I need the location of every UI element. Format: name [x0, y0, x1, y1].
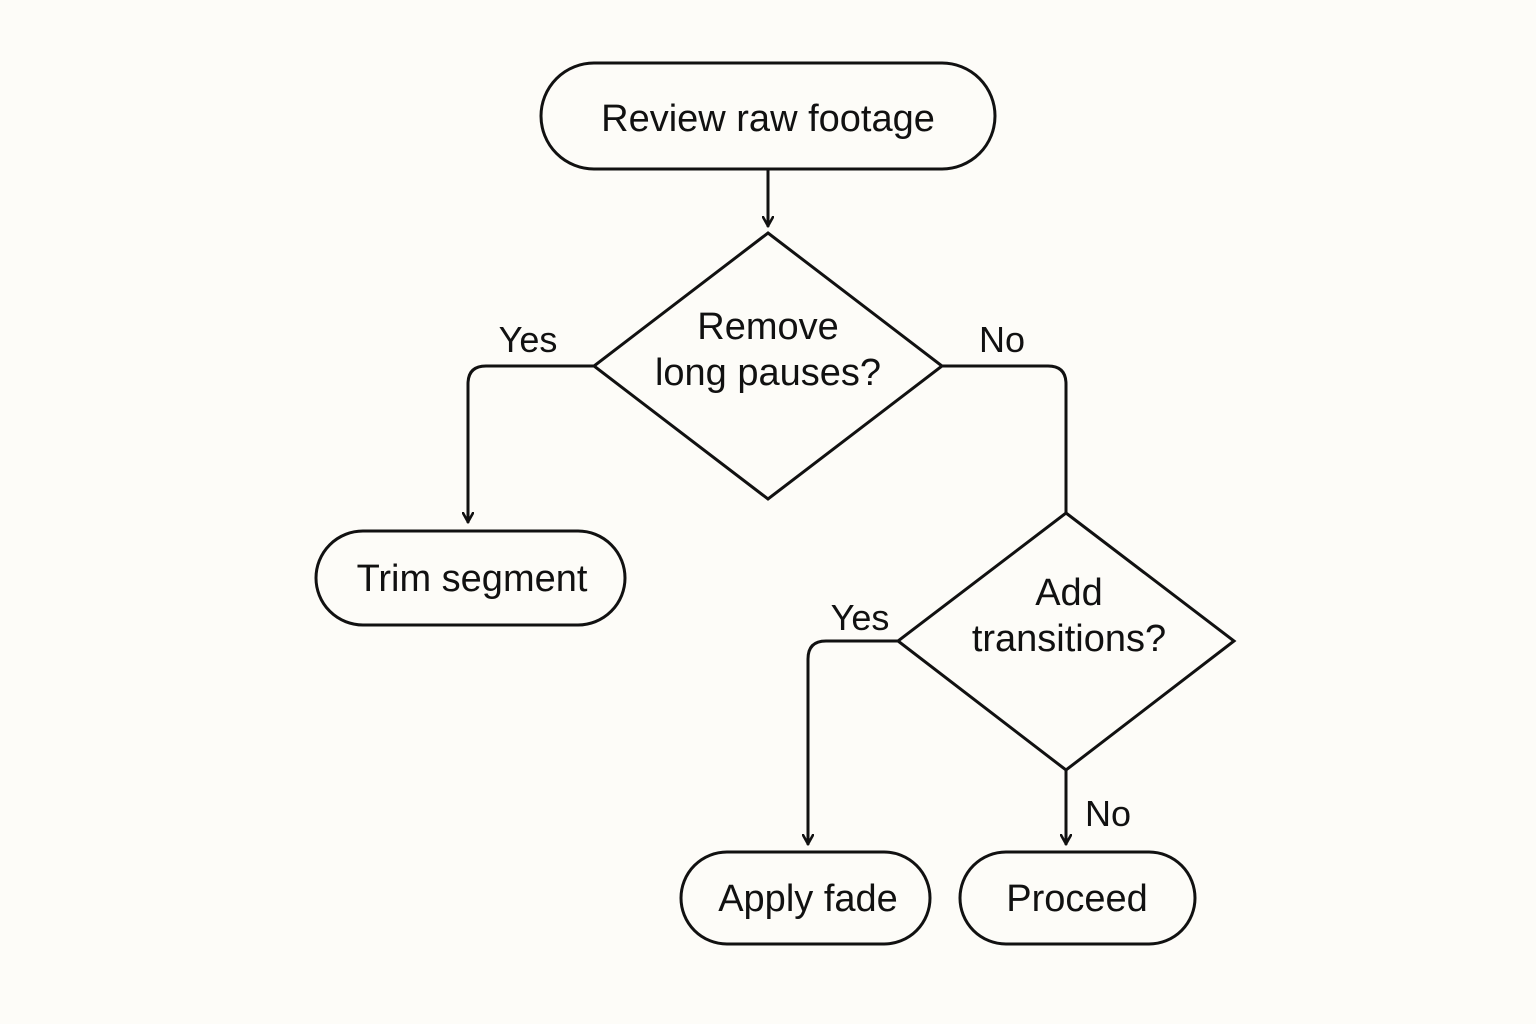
node-apply-fade: Apply fade: [679, 850, 932, 946]
node-review-raw-footage-label: Review raw footage: [601, 98, 935, 140]
edge-label-transitions-no: No: [1085, 793, 1131, 834]
decision-remove-long-pauses-line1: Remove: [697, 306, 839, 348]
decision-remove-long-pauses: Remove long pauses?: [591, 231, 945, 501]
node-trim-segment: Trim segment: [314, 529, 627, 627]
decision-add-transitions: Add transitions?: [895, 511, 1237, 772]
edge-label-pauses-no: No: [979, 319, 1025, 360]
node-trim-segment-label: Trim segment: [357, 558, 588, 600]
decision-add-transitions-line1: Add: [1035, 572, 1103, 614]
node-proceed-label: Proceed: [1006, 878, 1148, 920]
node-proceed: Proceed: [958, 850, 1197, 946]
decision-add-transitions-line2: transitions?: [972, 618, 1166, 660]
edge-pauses-yes: [468, 364, 596, 524]
edge-transitions-yes: [808, 639, 900, 846]
decision-remove-long-pauses-line2: long pauses?: [655, 352, 881, 394]
node-apply-fade-label: Apply fade: [718, 878, 898, 920]
edge-label-pauses-yes: Yes: [499, 319, 558, 360]
node-review-raw-footage: Review raw footage: [539, 61, 997, 171]
edge-label-transitions-yes: Yes: [831, 597, 890, 638]
edge-pauses-no: [940, 364, 1068, 514]
